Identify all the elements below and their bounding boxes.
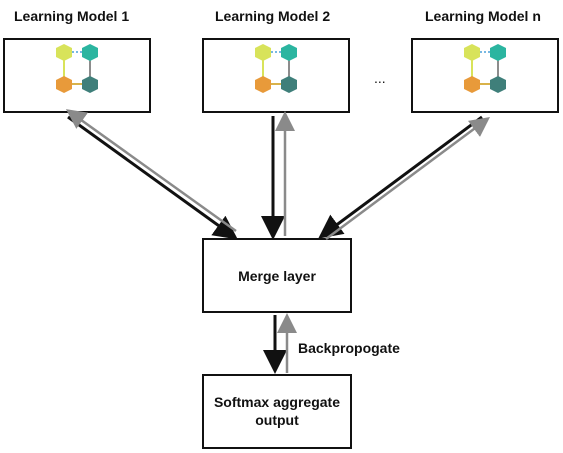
ellipsis: ... bbox=[374, 70, 386, 86]
network-icon-2 bbox=[254, 43, 298, 94]
softmax-output-label-line2: output bbox=[255, 412, 299, 428]
softmax-output-label-line1: Softmax aggregate bbox=[213, 394, 341, 410]
model-2-box bbox=[202, 38, 350, 113]
arrow-modeln-backward bbox=[325, 117, 491, 241]
model-2-title: Learning Model 2 bbox=[215, 8, 331, 24]
network-icon-n bbox=[463, 43, 507, 94]
arrow-model1-backward bbox=[65, 109, 237, 233]
model-n-box bbox=[411, 38, 559, 113]
backpropagate-label: Backpropogate bbox=[298, 340, 400, 356]
model-1-title: Learning Model 1 bbox=[14, 8, 130, 24]
network-icon-1 bbox=[55, 43, 99, 94]
merge-layer-label: Merge layer bbox=[238, 268, 316, 284]
arrow-model1-forward bbox=[67, 115, 238, 240]
softmax-output-box bbox=[202, 374, 352, 449]
model-n-title: Learning Model n bbox=[425, 8, 541, 24]
arrow-modeln-forward bbox=[318, 115, 483, 239]
